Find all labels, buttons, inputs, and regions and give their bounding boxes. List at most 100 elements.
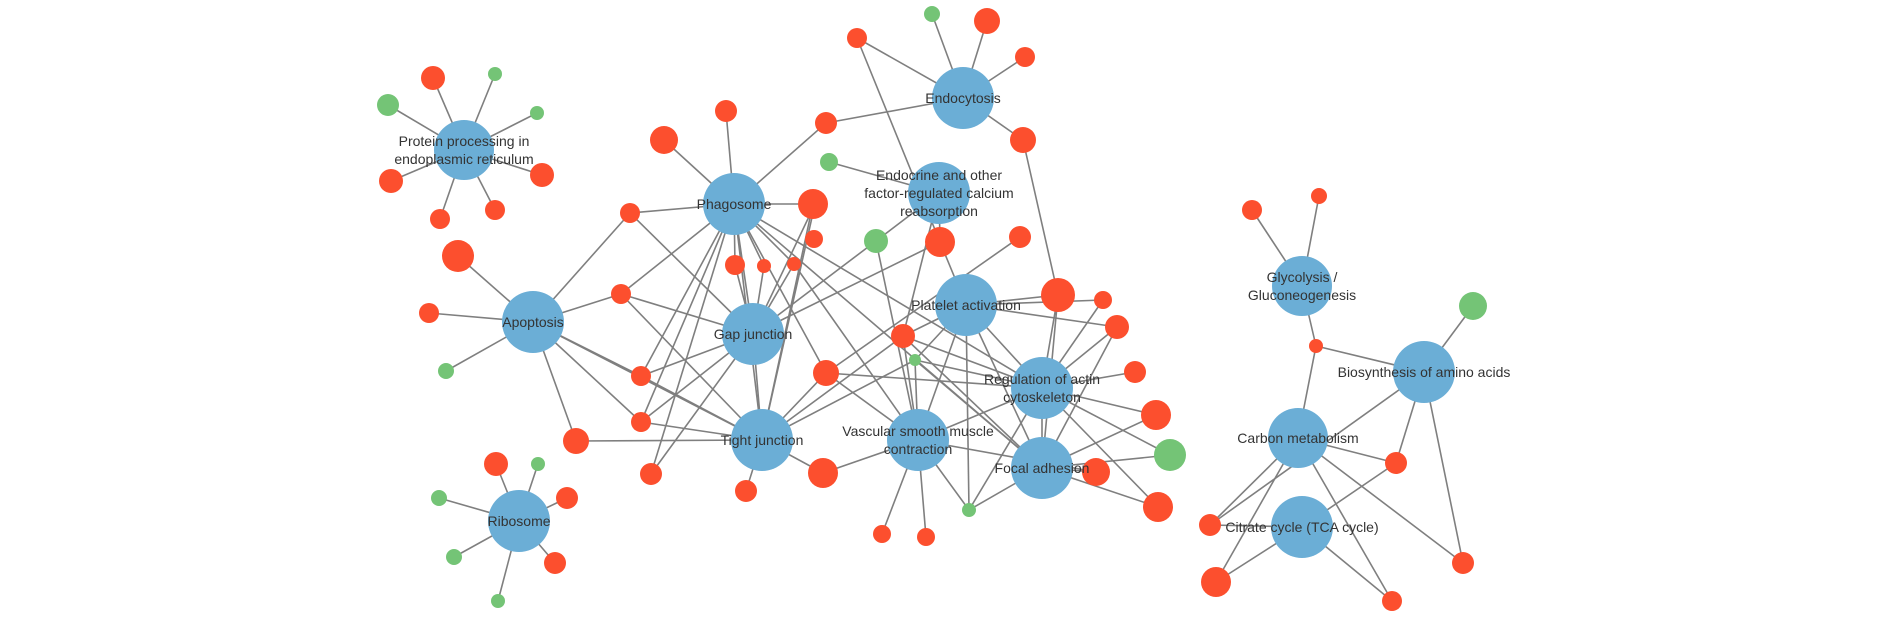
down-regulated-gene-node[interactable] (438, 363, 454, 379)
up-regulated-gene-node[interactable] (974, 8, 1000, 34)
pathway-node-gap-junction[interactable] (722, 303, 784, 365)
pathway-label: Ribosome (487, 513, 550, 529)
up-regulated-gene-node[interactable] (1201, 567, 1231, 597)
up-regulated-gene-node[interactable] (563, 428, 589, 454)
pathway-node-biosynthesis[interactable] (1393, 341, 1455, 403)
up-regulated-gene-node[interactable] (556, 487, 578, 509)
up-regulated-gene-node[interactable] (808, 458, 838, 488)
pathway-node-vascular[interactable] (887, 409, 949, 471)
up-regulated-gene-node[interactable] (798, 189, 828, 219)
up-regulated-gene-node[interactable] (757, 259, 771, 273)
up-regulated-gene-node[interactable] (419, 303, 439, 323)
up-regulated-gene-node[interactable] (1382, 591, 1402, 611)
up-regulated-gene-node[interactable] (631, 366, 651, 386)
pathway-node-endocrine[interactable] (908, 162, 970, 224)
up-regulated-gene-node[interactable] (1124, 361, 1146, 383)
up-regulated-gene-node[interactable] (1105, 315, 1129, 339)
up-regulated-gene-node[interactable] (1015, 47, 1035, 67)
up-regulated-gene-node[interactable] (815, 112, 837, 134)
up-regulated-gene-node[interactable] (442, 240, 474, 272)
up-regulated-gene-node[interactable] (620, 203, 640, 223)
down-regulated-gene-node[interactable] (962, 503, 976, 517)
up-regulated-gene-node[interactable] (1309, 339, 1323, 353)
up-regulated-gene-node[interactable] (925, 227, 955, 257)
up-regulated-gene-node[interactable] (379, 169, 403, 193)
network-edge (650, 203, 735, 475)
pathway-node-focal[interactable] (1011, 437, 1073, 499)
up-regulated-gene-node[interactable] (725, 255, 745, 275)
down-regulated-gene-node[interactable] (431, 490, 447, 506)
down-regulated-gene-node[interactable] (488, 67, 502, 81)
up-regulated-gene-node[interactable] (1010, 127, 1036, 153)
up-regulated-gene-node[interactable] (787, 257, 801, 271)
pathway-label: Endocrine and other (876, 167, 1002, 183)
up-regulated-gene-node[interactable] (813, 360, 839, 386)
up-regulated-gene-node[interactable] (735, 480, 757, 502)
up-regulated-gene-node[interactable] (715, 100, 737, 122)
up-regulated-gene-node[interactable] (640, 463, 662, 485)
pathway-label: Regulation of actin (984, 371, 1100, 387)
pathway-node-actin[interactable] (1011, 357, 1073, 419)
pathway-node-apoptosis[interactable] (502, 291, 564, 353)
up-regulated-gene-node[interactable] (873, 525, 891, 543)
network-edge (825, 372, 1043, 389)
pathway-label: endoplasmic reticulum (394, 151, 533, 167)
up-regulated-gene-node[interactable] (484, 452, 508, 476)
pathway-node-platelet[interactable] (935, 274, 997, 336)
pathway-label: Glycolysis / (1267, 269, 1338, 285)
down-regulated-gene-node[interactable] (864, 229, 888, 253)
pathway-label: Phagosome (697, 196, 772, 212)
up-regulated-gene-node[interactable] (1094, 291, 1112, 309)
down-regulated-gene-node[interactable] (924, 6, 940, 22)
up-regulated-gene-node[interactable] (917, 528, 935, 546)
up-regulated-gene-node[interactable] (1311, 188, 1327, 204)
up-regulated-gene-node[interactable] (544, 552, 566, 574)
up-regulated-gene-node[interactable] (1452, 552, 1474, 574)
pathway-node-tight-junction[interactable] (731, 409, 793, 471)
up-regulated-gene-node[interactable] (891, 324, 915, 348)
gene-nodes (377, 6, 1487, 611)
network-edge (1022, 139, 1059, 296)
up-regulated-gene-node[interactable] (485, 200, 505, 220)
pathway-node-glycolysis[interactable] (1272, 256, 1332, 316)
down-regulated-gene-node[interactable] (446, 549, 462, 565)
up-regulated-gene-node[interactable] (421, 66, 445, 90)
pathway-label: Biosynthesis of amino acids (1338, 364, 1511, 380)
network-edge (640, 203, 735, 377)
down-regulated-gene-node[interactable] (530, 106, 544, 120)
up-regulated-gene-node[interactable] (1009, 226, 1031, 248)
down-regulated-gene-node[interactable] (909, 354, 921, 366)
up-regulated-gene-node[interactable] (530, 163, 554, 187)
pathway-node-phagosome[interactable] (703, 173, 765, 235)
down-regulated-gene-node[interactable] (531, 457, 545, 471)
pathway-label: Apoptosis (502, 314, 563, 330)
network-edge (825, 236, 1021, 374)
down-regulated-gene-node[interactable] (1154, 439, 1186, 471)
up-regulated-gene-node[interactable] (611, 284, 631, 304)
up-regulated-gene-node[interactable] (1199, 514, 1221, 536)
up-regulated-gene-node[interactable] (631, 412, 651, 432)
up-regulated-gene-node[interactable] (1385, 452, 1407, 474)
down-regulated-gene-node[interactable] (377, 94, 399, 116)
pathway-label: Citrate cycle (TCA cycle) (1225, 519, 1378, 535)
up-regulated-gene-node[interactable] (1041, 278, 1075, 312)
pathway-label: Gap junction (714, 326, 793, 342)
up-regulated-gene-node[interactable] (847, 28, 867, 48)
up-regulated-gene-node[interactable] (430, 209, 450, 229)
pathway-node-protein-processing[interactable] (434, 120, 494, 180)
up-regulated-gene-node[interactable] (1141, 400, 1171, 430)
pathway-node-ribosome[interactable] (488, 490, 550, 552)
up-regulated-gene-node[interactable] (805, 230, 823, 248)
up-regulated-gene-node[interactable] (1082, 458, 1110, 486)
pathway-label: Platelet activation (911, 297, 1021, 313)
down-regulated-gene-node[interactable] (491, 594, 505, 608)
network-edge (1423, 371, 1464, 564)
pathway-node-endocytosis[interactable] (932, 67, 994, 129)
down-regulated-gene-node[interactable] (1459, 292, 1487, 320)
down-regulated-gene-node[interactable] (820, 153, 838, 171)
up-regulated-gene-node[interactable] (650, 126, 678, 154)
pathway-node-carbon[interactable] (1268, 408, 1328, 468)
up-regulated-gene-node[interactable] (1242, 200, 1262, 220)
up-regulated-gene-node[interactable] (1143, 492, 1173, 522)
pathway-node-tca[interactable] (1271, 496, 1333, 558)
